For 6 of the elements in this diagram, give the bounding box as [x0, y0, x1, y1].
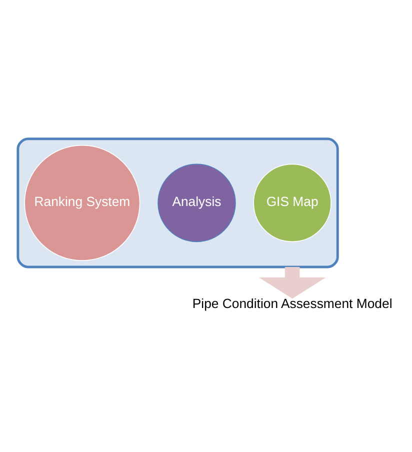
node-circle: GIS Map [253, 164, 332, 242]
node-text: Pipe Condition Assessment Model [192, 296, 392, 312]
node-circle: Analysis [158, 164, 236, 242]
arrow [259, 266, 326, 299]
node-circle: Ranking System [24, 144, 140, 261]
cluster [16, 138, 339, 268]
